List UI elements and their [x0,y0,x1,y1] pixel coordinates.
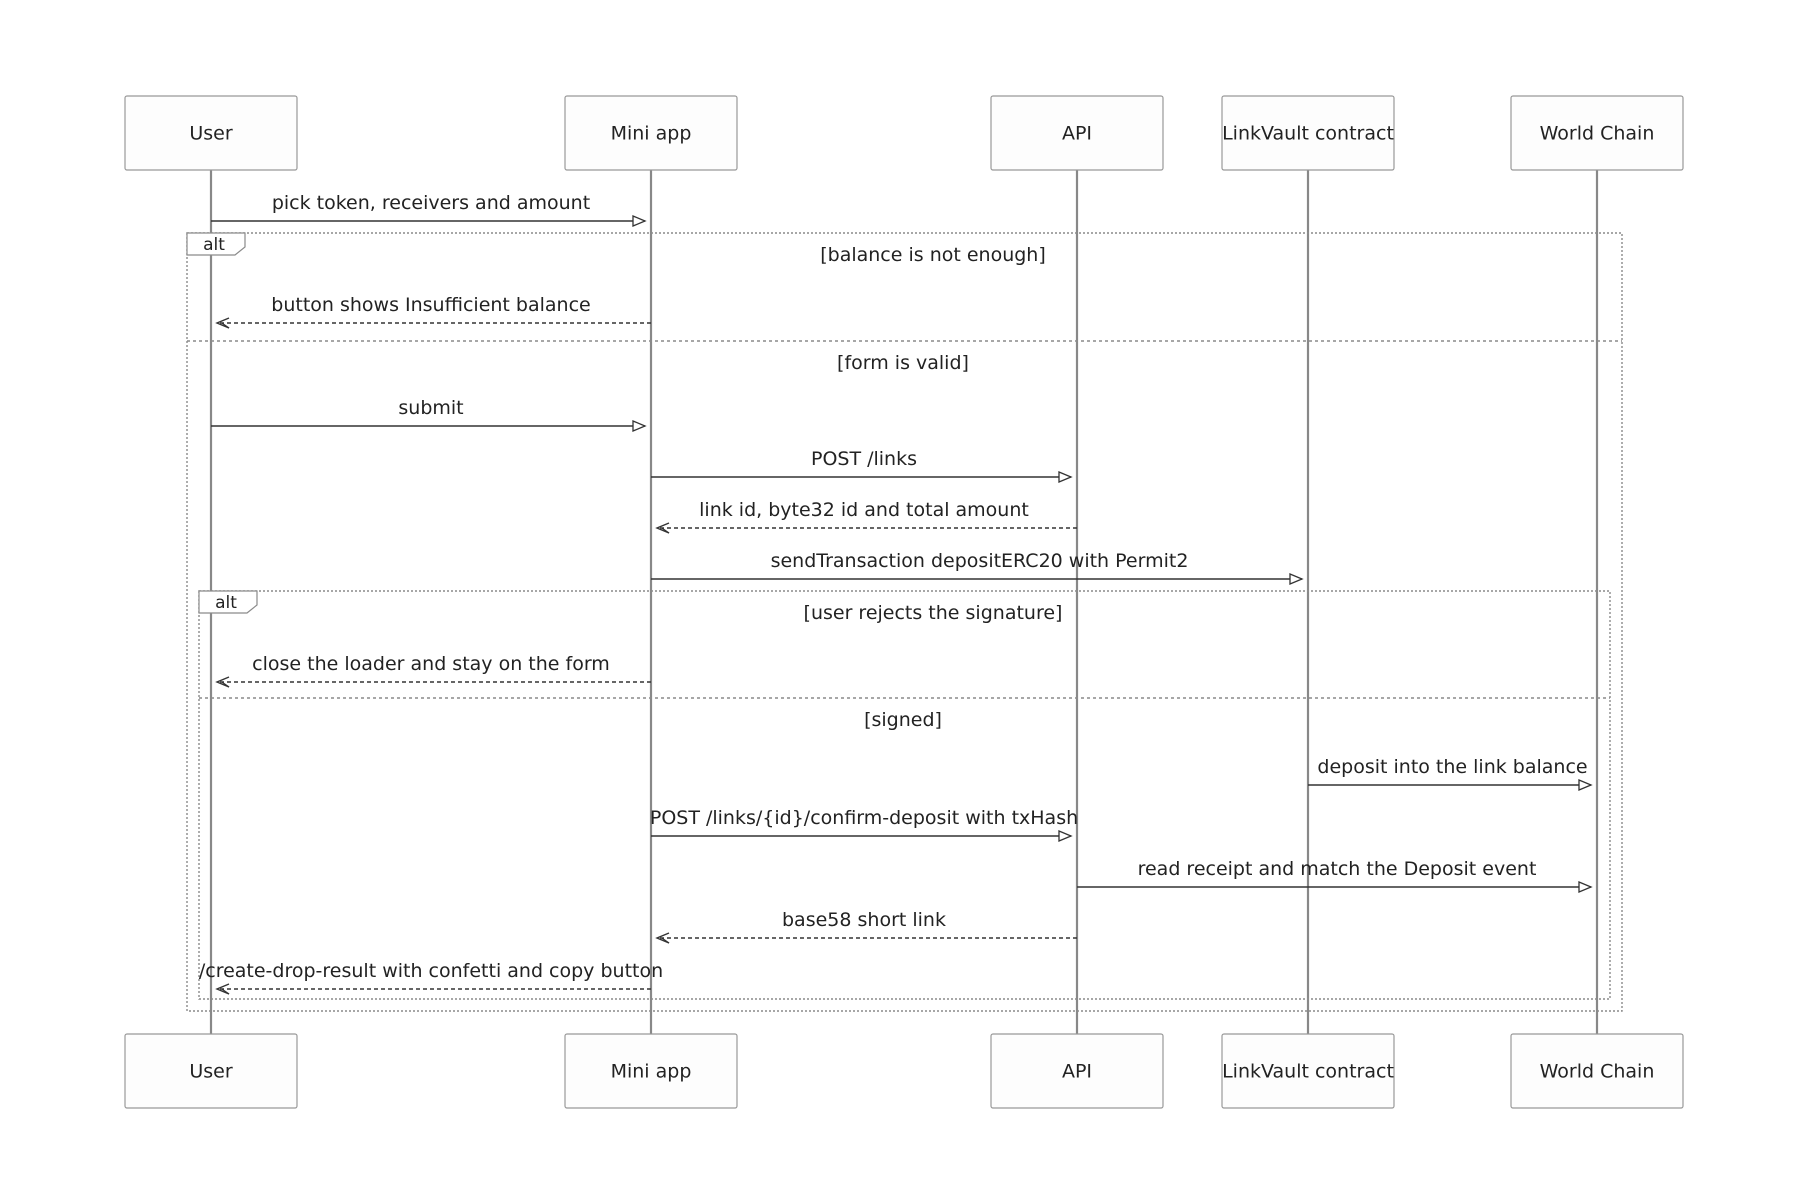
alt-fragment-1 [186,232,1623,1012]
participant-box-vault-bottom: LinkVault contract [1221,1033,1395,1109]
message-label: close the loader and stay on the form [252,653,610,675]
participant-label: World Chain [1540,123,1655,145]
message-label: button shows Insufficient balance [271,294,590,316]
message-label: base58 short link [782,909,946,931]
alt-condition-label: [signed] [864,709,942,731]
arrowhead-open [215,983,230,995]
participant-box-vault-top: LinkVault contract [1221,95,1395,171]
message-label: deposit into the link balance [1317,756,1587,778]
alt-tab-2 [198,590,258,614]
arrowhead-filled [1289,573,1304,585]
participant-box-mini-bottom: Mini app [564,1033,738,1109]
message-arrow [655,932,1077,944]
participant-label: Mini app [611,123,692,145]
participant-box-user-bottom: User [124,1033,298,1109]
message-arrow [651,573,1304,585]
alt-condition-label: [balance is not enough] [820,244,1046,266]
alt-kind-label: alt [215,593,237,613]
message-label: /create-drop-result with confetti and co… [199,960,663,982]
arrowhead-open [215,317,230,329]
message-label: POST /links [811,448,917,470]
participant-box-chain-top: World Chain [1510,95,1684,171]
message-arrow [215,317,651,329]
message-arrow [1308,779,1593,791]
arrowhead-filled [1578,779,1593,791]
participant-label: API [1062,1061,1092,1083]
participant-box-chain-bottom: World Chain [1510,1033,1684,1109]
arrowhead-open [215,676,230,688]
participant-label: API [1062,123,1092,145]
message-arrow [215,983,651,995]
message-label: read receipt and match the Deposit event [1138,858,1537,880]
participant-label: User [189,1061,232,1083]
alt-tab-1 [186,232,246,256]
alt-kind-label: alt [203,235,225,255]
arrowhead-filled [1058,830,1073,842]
arrowhead-filled [1058,471,1073,483]
alt-condition-label: [form is valid] [837,352,969,374]
message-arrow [215,676,651,688]
alt-fragment-2 [198,590,1611,1000]
arrowhead-filled [632,420,647,432]
message-arrow [651,830,1073,842]
participant-label: World Chain [1540,1061,1655,1083]
arrowhead-open [655,932,670,944]
message-label: POST /links/{id}/confirm-deposit with tx… [650,807,1078,829]
message-arrow [1077,881,1593,893]
message-label: pick token, receivers and amount [272,192,590,214]
participant-box-mini-top: Mini app [564,95,738,171]
participant-box-api-bottom: API [990,1033,1164,1109]
participant-label: LinkVault contract [1222,1061,1394,1083]
arrowhead-filled [632,215,647,227]
participant-label: LinkVault contract [1222,123,1394,145]
message-arrow [211,420,647,432]
message-arrow [211,215,647,227]
participant-label: User [189,123,232,145]
participant-box-user-top: User [124,95,298,171]
participant-box-api-top: API [990,95,1164,171]
message-label: sendTransaction depositERC20 with Permit… [771,550,1189,572]
participant-label: Mini app [611,1061,692,1083]
message-arrow [651,471,1073,483]
arrowhead-open [655,522,670,534]
message-arrow [655,522,1077,534]
message-label: link id, byte32 id and total amount [699,499,1029,521]
arrowhead-filled [1578,881,1593,893]
alt-condition-label: [user rejects the signature] [804,602,1063,624]
message-label: submit [398,397,463,419]
